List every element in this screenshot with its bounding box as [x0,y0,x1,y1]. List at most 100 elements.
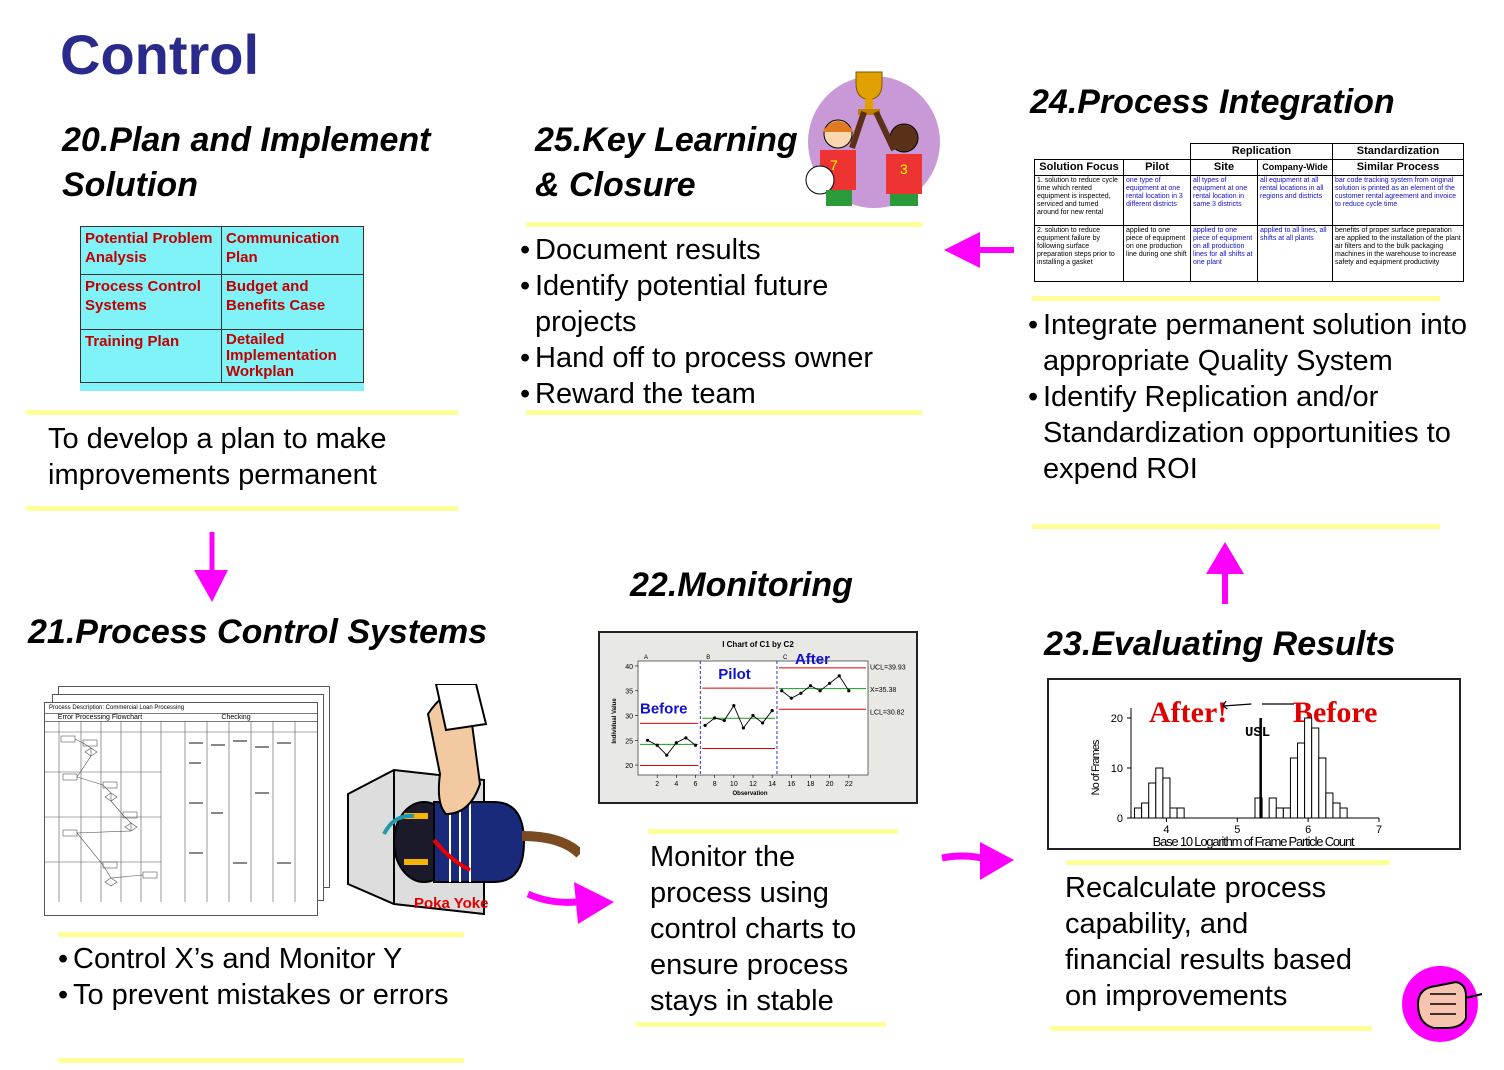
table-cell: 2. solution to reduce equipment failure … [1034,225,1124,282]
table-cell: one type of equipment at one rental loca… [1123,175,1191,226]
data-point [645,738,650,742]
section-23-title: 23.Evaluating Results [1044,625,1396,663]
column-header: Company-Wide [1257,159,1333,176]
flowchart-header: Checking [221,714,251,721]
flowchart-doc-label: Process Description: Commercial Loan Pro… [45,703,317,714]
bullet-item: To prevent mistakes or errors [58,977,468,1013]
x-tick-label: 4 [674,781,678,788]
plan-cell-communication: Communication Plan [221,226,364,275]
replication-table: Replication Standardization Solution Foc… [1034,143,1464,282]
x-axis-label: Observation [732,791,767,797]
histogram-bar [1339,807,1348,819]
section-25-title-line2: & Closure [535,166,696,204]
column-header: Pilot [1123,159,1191,176]
histogram-bar [1304,717,1313,819]
histogram-bar [1268,797,1277,819]
data-point [818,689,822,693]
data-point [674,741,678,745]
flowchart-document-stack: Process Description: Commercial Loan Pro… [44,686,330,916]
table-cell: benefits of proper surface preparation a… [1332,225,1464,282]
arrow-right-icon [941,842,1014,880]
body-line: financial results based [1065,944,1352,976]
stage-label: C [783,655,788,661]
y-axis-label: No of Frames [1090,739,1102,795]
stage-annotation: After [795,651,830,668]
histogram-bar [1325,792,1334,819]
section-20-body: To develop a plan to make improvements p… [48,421,387,493]
bullet-item: Document results [520,232,930,268]
histogram-bar [1318,757,1327,819]
histogram-bar [1275,807,1284,819]
bullet-item: Control X’s and Monitor Y [58,941,468,977]
plan-cell-process-control: Process Control Systems [80,274,222,330]
plan-cell-training: Training Plan [80,329,222,383]
table-cell: 1. solution to reduce cycle time which r… [1034,175,1124,226]
bullet-item: Integrate permanent solution into approp… [1028,307,1498,379]
usl-annotation: USL [1245,725,1270,741]
histogram-chart: No of Frames Base 10 Logarithm of Frame … [1090,696,1382,849]
page-title: Control [60,23,260,86]
limit-label: UCL=39.93 [870,664,906,671]
table-cell: applied to one piece of equipment on all… [1190,225,1258,282]
x-tick-label: 10 [730,781,738,788]
section-20-title-line1: 20.Plan and Implement [62,121,431,159]
body-line: control charts to [650,913,857,945]
series-line [647,737,696,756]
celebrating-kids-clipart: 7 3 [805,71,940,208]
section-21-bullets: Control X’s and Monitor Y To prevent mis… [58,941,468,1013]
data-point [665,753,669,757]
section-20-title: 20.Plan and Implement Solution [62,118,430,208]
series-line [781,675,850,699]
body-line: capability, and [1065,908,1249,940]
y-tick-label: 35 [625,689,633,696]
usl-arrow [1222,700,1252,710]
series-line [704,704,773,729]
y-axis-label: Individual Value [612,698,618,744]
x-tick-label: 20 [826,781,834,788]
data-point [770,708,774,713]
poka-yoke-label: Poka Yoke [414,895,489,912]
column-header: Site [1190,159,1258,176]
data-point [713,716,717,720]
replication-table-panel: Replication Standardization Solution Foc… [1034,143,1464,282]
divider [26,410,458,415]
chart-title: I Chart of C1 by C2 [722,640,794,649]
divider [648,829,898,834]
histogram-bar [1141,802,1150,819]
data-point [684,736,688,740]
body-line: Recalculate process [1065,872,1327,904]
data-point [703,723,707,728]
table-cell: all equipment at all rental locations in… [1257,175,1333,226]
plan-table: Potential Problem Analysis Communication… [80,226,364,383]
table-cell: applied to all lines, all shifts at all … [1257,225,1333,282]
divider [636,1022,886,1027]
table-cell: bar code tracking system from original s… [1332,175,1464,226]
x-tick-label: 12 [749,781,757,788]
replication-group-header: Replication [1190,143,1333,160]
histogram-bar [1332,802,1341,819]
table-cell: applied to one piece of equipment on one… [1123,225,1191,282]
y-tick-label: 20 [625,763,633,770]
divider [1032,524,1440,529]
section-20-title-line2: Solution [62,166,198,204]
histogram-bar [1311,727,1320,819]
section-25-title: 25.Key Learning & Closure [535,118,798,208]
x-tick-label: 16 [787,781,795,788]
flowchart-diagram [45,722,317,902]
x-tick-label: 4 [1163,824,1169,836]
x-tick-label: 8 [713,781,717,788]
limit-label: LCL=30.82 [870,710,905,717]
limit-label: X=35.38 [870,687,896,694]
histogram-bar [1148,782,1157,819]
x-tick-label: 22 [845,781,853,788]
stage-annotation: Pilot [718,666,751,683]
y-tick-label: 40 [625,664,633,671]
section-25-bullets: Document results Identify potential futu… [520,232,930,412]
data-point [751,713,755,718]
x-tick-label: 2 [655,781,659,788]
data-point [799,691,803,695]
histogram-bar [1162,777,1171,819]
histogram-bar [1282,807,1291,819]
body-line: stays in stable [650,985,834,1017]
bullet-item: Identify potential future projects [520,268,930,340]
